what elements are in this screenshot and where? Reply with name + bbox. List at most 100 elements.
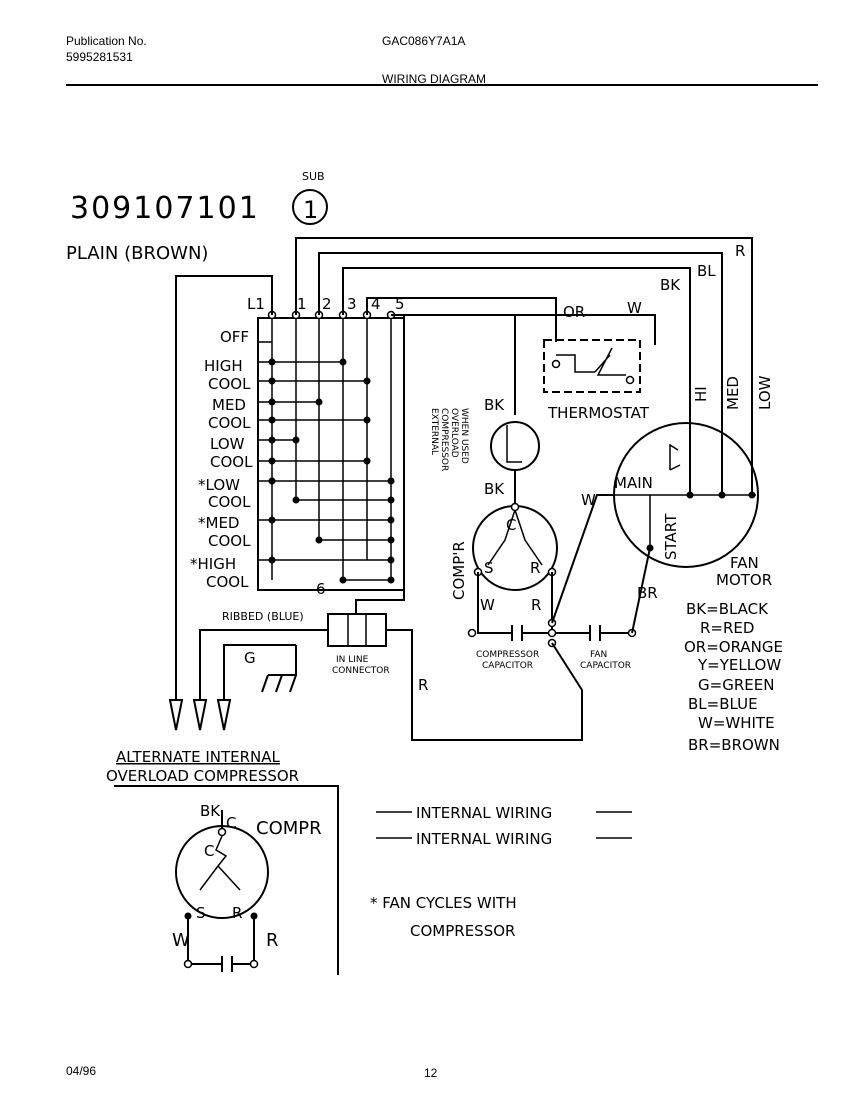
ground-wire [223, 644, 296, 700]
fan-speed-hi: HI [692, 386, 710, 402]
sub-number: 1 [303, 196, 318, 224]
compressor-capacitor-label-1: COMPRESSOR [476, 650, 539, 660]
position-high-cool-1: HIGH [204, 357, 243, 375]
bar-med-cool [258, 401, 367, 421]
wire-brown-fan [631, 547, 651, 634]
bar-star-med-cool [258, 519, 391, 541]
alternate-terminal-c [217, 827, 227, 837]
position-star-med-cool-2: COOL [208, 532, 251, 550]
alternate-bk: BK [200, 802, 221, 820]
legend-bl: BL=BLUE [688, 695, 758, 713]
sub-label: SUB [302, 170, 325, 183]
ribbed-cord-label: RIBBED (BLUE) [222, 610, 304, 623]
sub-circle [292, 189, 328, 225]
wire-red [295, 237, 753, 495]
alternate-capacitor-symbol [221, 956, 233, 972]
compressor-capacitor-label-2: CAPACITOR [482, 661, 533, 671]
legend-w: W=WHITE [698, 714, 775, 732]
alternate-c-inner: C [204, 842, 214, 860]
wire-label-bk: BK [660, 276, 681, 294]
legend-g: G=GREEN [698, 676, 774, 694]
bar-low-cool [258, 439, 367, 462]
position-star-low-cool-2: COOL [208, 493, 251, 511]
overload-wire-bk-top: BK [484, 396, 505, 414]
alternate-compressor [175, 825, 269, 919]
wire-white-thermostat [391, 314, 656, 345]
plain-cord-label: PLAIN (BROWN) [66, 243, 208, 264]
bar-high-cool [258, 361, 367, 382]
footer-date: 04/96 [66, 1064, 97, 1078]
switch-number: 6 [316, 580, 326, 598]
terminal-label-2: 2 [322, 295, 332, 313]
wire-white-fan [551, 494, 614, 624]
ribbed-cord-arrow [192, 699, 208, 731]
overload-note-1: EXTERNAL [429, 408, 439, 455]
internal-wiring-label-2: INTERNAL WIRING [416, 830, 552, 848]
terminal-label-4: 4 [371, 295, 381, 313]
cord-wire-r: R [418, 676, 428, 694]
position-star-low-cool-1: *LOW [198, 476, 240, 494]
position-star-high-cool-2: COOL [206, 573, 249, 591]
thermostat-wire-w: W [627, 299, 642, 317]
fan-protector [669, 443, 681, 471]
thermostat-terminal-right [625, 375, 635, 385]
inline-connector [327, 613, 387, 647]
section-title: WIRING DIAGRAM [382, 72, 486, 86]
compressor-s-label: S [484, 559, 494, 577]
alternate-box-frame [114, 785, 339, 975]
alternate-title-2: OVERLOAD COMPRESSOR [106, 767, 299, 785]
alternate-terminal-w [183, 959, 193, 969]
wire-black [342, 267, 691, 495]
capacitor-terminal-b [547, 628, 557, 638]
alternate-terminal-rout [249, 959, 259, 969]
compressor-capacitor-symbol [511, 625, 523, 641]
position-star-high-cool-1: *HIGH [190, 555, 236, 573]
color-legend: BK=BLACK R=RED OR=ORANGE Y=YELLOW G=GREE… [684, 600, 783, 754]
alternate-s: S [196, 904, 206, 922]
overload-wire-bk-bottom: BK [484, 480, 505, 498]
thermostat-wire-or: OR [563, 303, 585, 321]
internal-wiring-label-1: INTERNAL WIRING [416, 804, 552, 822]
publication-number: 5995281531 [66, 50, 133, 64]
wire-red-cord [386, 629, 583, 741]
ground-symbol [261, 645, 297, 693]
terminal-label-5: 5 [395, 295, 405, 313]
compressor-r-label: R [530, 559, 540, 577]
fan-terminal-med [718, 491, 726, 499]
position-low-cool-1: LOW [210, 435, 245, 453]
fan-motor-label-2: MOTOR [716, 571, 772, 589]
legend-or: OR=ORANGE [684, 638, 783, 656]
position-high-cool-2: COOL [208, 375, 251, 393]
position-med-cool-2: COOL [208, 414, 251, 432]
switch-junctions [268, 358, 395, 584]
thermostat-terminal-left [551, 359, 561, 369]
inline-connector-dividers [347, 614, 367, 646]
terminal-label-1: 1 [297, 295, 307, 313]
ribbed-cord-wire [199, 629, 328, 700]
plain-cord-wire [175, 275, 273, 700]
compressor-windings [487, 509, 543, 566]
part-number: 309107101 [70, 191, 260, 226]
legend-br: BR=BROWN [688, 736, 780, 754]
legend-y: Y=YELLOW [697, 656, 781, 674]
overload-note-2: COMPRESSOR [439, 408, 449, 471]
legend-bk: BK=BLACK [686, 600, 769, 618]
compressor-wire-r: R [531, 596, 541, 614]
alternate-r-out: R [266, 930, 279, 951]
position-star-med-cool-1: *MED [198, 514, 239, 532]
fan-capacitor-label-1: FAN [590, 650, 607, 660]
overload-note-3: OVERLOAD [449, 408, 459, 458]
publication-label: Publication No. [66, 34, 147, 48]
overload-note: EXTERNAL COMPRESSOR OVERLOAD WHEN USED [429, 408, 469, 471]
ground-label: G [244, 649, 256, 667]
position-low-cool-2: COOL [210, 453, 253, 471]
alternate-c-outer: C [226, 814, 236, 832]
model-number: GAC086Y7A1A [382, 34, 466, 48]
bar-star-high-cool [258, 559, 391, 581]
alternate-windings [199, 835, 241, 891]
alternate-title-1: ALTERNATE INTERNAL [116, 748, 281, 766]
inline-connector-label-1: IN LINE [336, 655, 369, 665]
alternate-r: R [232, 904, 242, 922]
fan-speed-med: MED [724, 376, 742, 410]
